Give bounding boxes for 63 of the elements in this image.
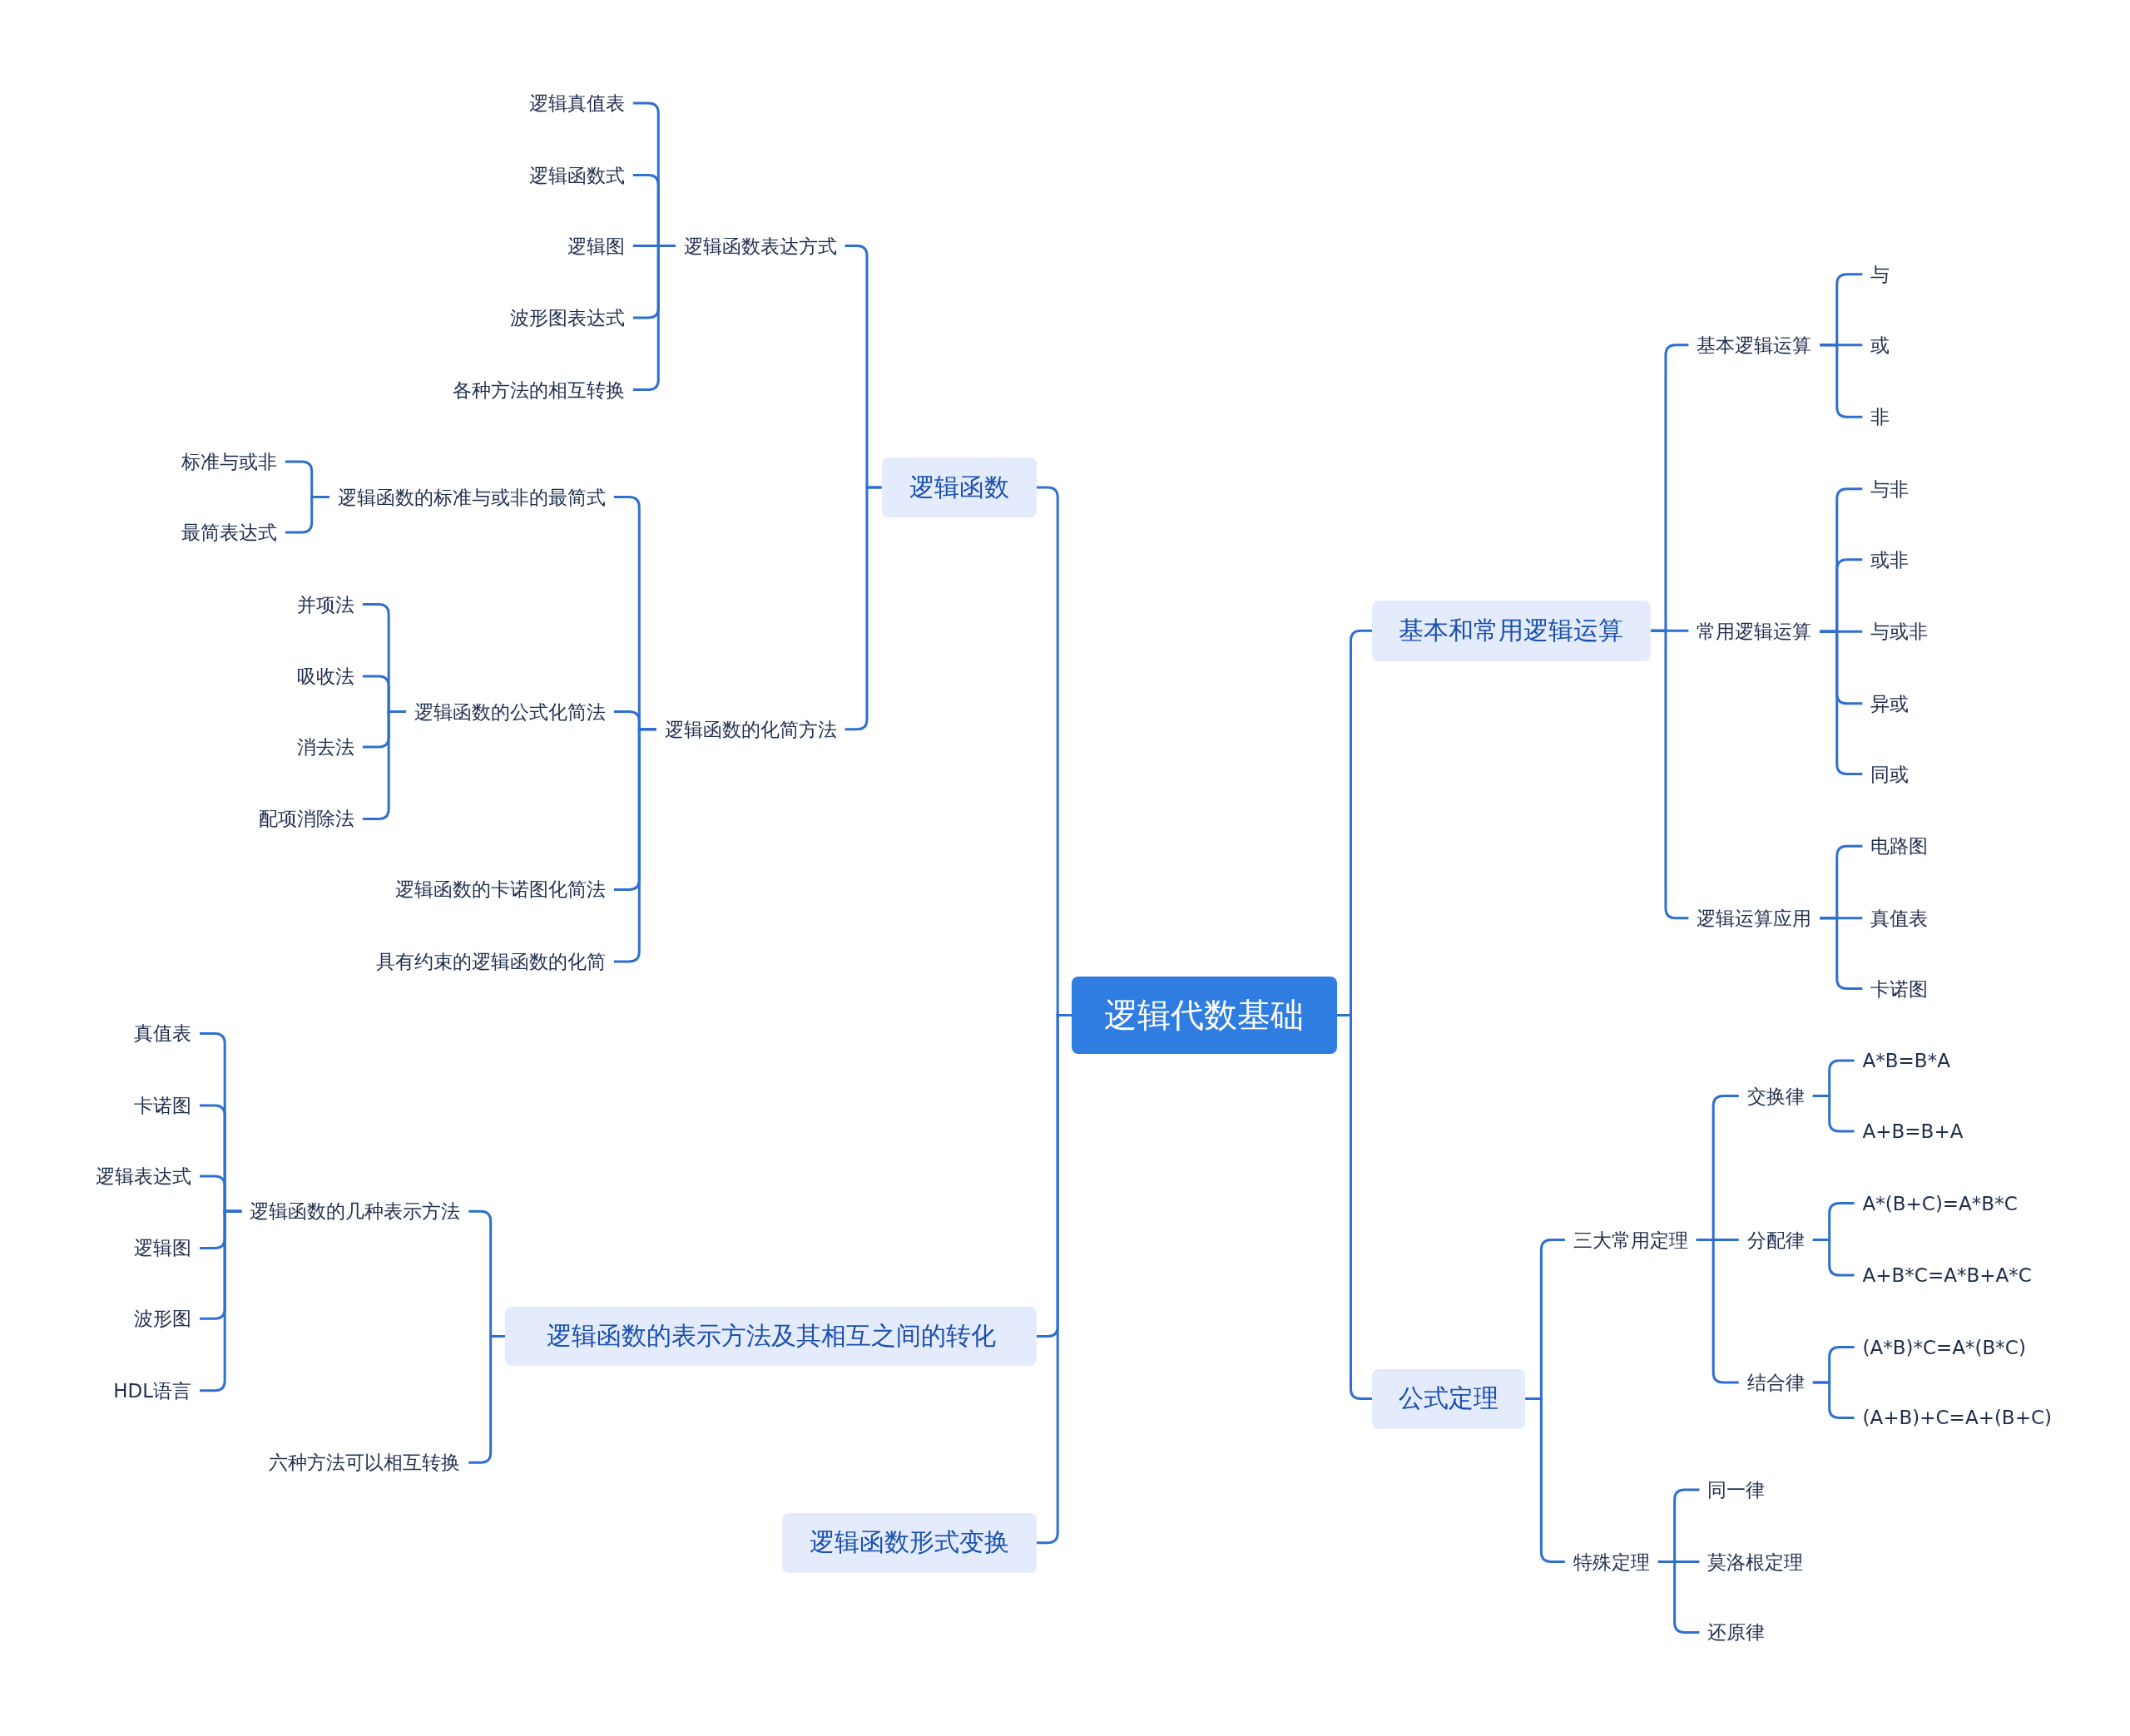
topic-label: 吸收法 xyxy=(288,662,363,691)
topic-label: 交换律 xyxy=(1738,1081,1813,1110)
topic-label: 波形图表达式 xyxy=(501,304,633,333)
topic-box: 基本和常用逻辑运算 xyxy=(1371,600,1651,662)
topic-label: 结合律 xyxy=(1738,1368,1813,1397)
topic-label: 真值表 xyxy=(126,1019,200,1048)
topic-label: 逻辑函数的标准与或非的最简式 xyxy=(329,482,614,512)
connector-line xyxy=(1812,1095,1855,1133)
topic-label: 同一律 xyxy=(1699,1476,1774,1504)
connector-line xyxy=(1812,1381,1855,1419)
topic-label: 真值表 xyxy=(1862,903,1937,932)
topic-label: 并项法 xyxy=(288,590,363,619)
topic-label: 逻辑函数的几种表示方法 xyxy=(241,1197,469,1226)
central-topic-box: 逻辑代数基础 xyxy=(1072,976,1337,1054)
topic-label: 分配律 xyxy=(1738,1225,1813,1254)
topic-label: 卡诺图 xyxy=(126,1091,200,1120)
topic-label: 逻辑函数的公式化简法 xyxy=(405,697,614,726)
topic-label: 与 xyxy=(1862,260,1899,289)
topic-box: 逻辑函数的表示方法及其相互之间的转化 xyxy=(505,1306,1037,1367)
topic-label: 六种方法可以相互转换 xyxy=(260,1448,469,1477)
topic-label: (A*B)*C=A*(B*C) xyxy=(1854,1333,2034,1362)
topic-label: 消去法 xyxy=(288,732,363,761)
topic-label: 波形图 xyxy=(126,1304,200,1333)
topic-box: 逻辑函数形式变换 xyxy=(782,1512,1037,1573)
topic-label: 非 xyxy=(1862,403,1899,432)
topic-label: HDL语言 xyxy=(105,1376,200,1405)
topic-label: 逻辑图 xyxy=(126,1234,200,1263)
connector-line xyxy=(285,496,329,534)
topic-label: 卡诺图 xyxy=(1862,974,1937,1003)
topic-label: 标准与或非 xyxy=(172,448,285,477)
topic-label: A*(B+C)=A*B*C xyxy=(1854,1189,2026,1218)
topic-label: A+B*C=A*B+A*C xyxy=(1854,1261,2040,1290)
topic-label: 异或 xyxy=(1862,689,1918,718)
topic-label: 莫洛根定理 xyxy=(1699,1547,1812,1576)
topic-label: 基本逻辑运算 xyxy=(1688,330,1820,359)
topic-label: 逻辑函数的卡诺图化简法 xyxy=(386,875,614,904)
topic-label: 同或 xyxy=(1862,759,1918,789)
topic-label: 最简表达式 xyxy=(172,518,285,547)
topic-label: 逻辑函数式 xyxy=(520,161,633,190)
topic-label: 三大常用定理 xyxy=(1564,1225,1697,1254)
topic-label: 逻辑函数表达方式 xyxy=(675,231,845,260)
topic-label: 与或非 xyxy=(1862,617,1937,646)
topic-label: 具有约束的逻辑函数的化简 xyxy=(367,947,614,976)
topic-label: 还原律 xyxy=(1699,1618,1774,1647)
topic-label: 与非 xyxy=(1862,474,1918,503)
topic-label: 各种方法的相互转换 xyxy=(443,375,633,404)
topic-box: 逻辑函数 xyxy=(881,457,1037,518)
topic-label: (A+B)+C=A+(B+C) xyxy=(1854,1403,2060,1432)
topic-label: 特殊定理 xyxy=(1564,1547,1658,1576)
topic-label: A*B=B*A xyxy=(1854,1046,1959,1076)
topic-label: 逻辑图 xyxy=(558,231,633,260)
topic-label: 逻辑表达式 xyxy=(87,1161,200,1190)
topic-label: 常用逻辑运算 xyxy=(1688,617,1820,646)
connector-line xyxy=(1812,1239,1855,1277)
topic-box: 公式定理 xyxy=(1371,1368,1526,1429)
topic-label: 或非 xyxy=(1862,545,1918,574)
topic-label: 或 xyxy=(1862,330,1899,359)
topic-label: 逻辑运算应用 xyxy=(1688,903,1820,932)
topic-label: 逻辑函数的化简方法 xyxy=(656,715,845,744)
topic-label: 配项消除法 xyxy=(250,804,363,833)
topic-label: 逻辑真值表 xyxy=(520,89,633,118)
topic-label: A+B=B+A xyxy=(1854,1117,1972,1145)
topic-label: 电路图 xyxy=(1862,832,1937,861)
